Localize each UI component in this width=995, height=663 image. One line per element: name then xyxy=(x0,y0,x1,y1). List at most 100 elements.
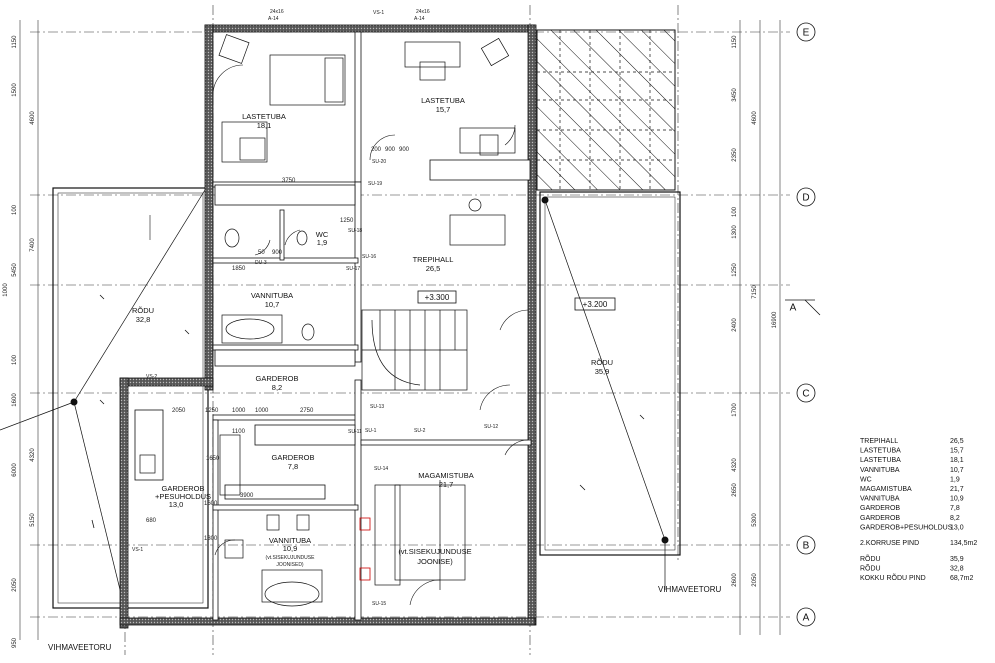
top-tag-left-sub: A-14 xyxy=(268,16,279,22)
legend-row-value-8: 8,2 xyxy=(950,515,960,522)
code-su-18: SU-18 xyxy=(348,228,362,234)
room-area-garderob-low: 7,8 xyxy=(288,462,298,471)
axis-bubble-D xyxy=(796,187,816,207)
code-vs-1: VS-1 xyxy=(132,547,143,553)
left-dim-8: 1600 xyxy=(12,393,18,407)
left-dim-1: 1500 xyxy=(12,83,18,97)
legend-row-name-6: VANNITUBA xyxy=(860,496,900,503)
legend-row-name-3: VANNITUBA xyxy=(860,467,900,474)
axis-letter-5: A xyxy=(803,613,810,624)
right-dimension-lines xyxy=(739,20,781,635)
inner-dim-17: 1600 xyxy=(204,501,218,507)
top-tag-right: 24x16 xyxy=(416,9,430,15)
rainpipe-label-right: VIHMAVEETORU xyxy=(658,585,721,594)
room-label-rodu-left: RÕDU xyxy=(132,306,154,315)
room-area-trepihall: 26,5 xyxy=(426,264,441,273)
left-dim-3: 100 xyxy=(12,204,18,215)
room-area-vannituba-top: 10,7 xyxy=(265,300,280,309)
sisekujundus-note-2: JOONISE) xyxy=(417,557,453,566)
left-dim-10: 6000 xyxy=(12,463,18,477)
legend-row-name-5: MAGAMISTUBA xyxy=(860,486,912,493)
legend-row-name-9: GARDEROB+PESUHOLDUS xyxy=(860,524,953,531)
hatched-roof xyxy=(536,29,676,191)
legend-row-value-1: 15,7 xyxy=(950,448,964,455)
left-dim-11: 5150 xyxy=(30,513,36,527)
code-su-15: SU-15 xyxy=(372,601,386,607)
legend-row-name-0: TREPIHALL xyxy=(860,438,898,445)
left-dim-13: 950 xyxy=(12,637,18,648)
inner-dim-0: 3750 xyxy=(282,178,296,184)
level-markers xyxy=(417,290,616,311)
room-label-magamistuba: MAGAMISTUBA xyxy=(418,471,473,480)
right-dim-6: 1250 xyxy=(732,263,738,277)
inner-dim-8: 1000 xyxy=(232,408,246,414)
legend-row-name-2: LASTETUBA xyxy=(860,457,901,464)
right-dim-8: 2400 xyxy=(732,318,738,332)
furniture xyxy=(139,34,516,607)
room-area-garderob-pesu: 13,0 xyxy=(169,500,184,509)
inner-dim-6: 2050 xyxy=(172,408,186,414)
inner-dim-9: 1000 xyxy=(255,408,269,414)
inner-dim-11: 1100 xyxy=(232,429,246,435)
room-label-wc: WC xyxy=(316,230,329,239)
code-su-20: SU-20 xyxy=(372,159,386,165)
code-su-16: SU-16 xyxy=(362,254,376,260)
code-su-17: SU-17 xyxy=(346,266,360,272)
room-label-rodu-right: RÕDU xyxy=(591,358,613,367)
legend-rodu-value-1: 32,8 xyxy=(950,566,964,573)
code-su-14: SU-14 xyxy=(374,466,388,472)
axis-letter-0: E xyxy=(803,28,810,39)
legend-row-name-4: WC xyxy=(860,476,872,483)
left-dim-2: 4600 xyxy=(30,111,36,125)
sisekujundus-note-1: (vt.SISEKUJUNDUSE xyxy=(398,547,471,556)
legend-rodu-name-2: KOKKU RÕDU PIND xyxy=(860,573,926,582)
left-dim-5: 5450 xyxy=(12,263,18,277)
room-label-trepihall: TREPIHALL xyxy=(413,255,454,264)
room-note-vannituba-1: (vt.SISEKUJUNDUSE xyxy=(266,555,316,561)
inner-dim-13: 3900 xyxy=(240,493,254,499)
axis-bubble-C xyxy=(796,383,816,403)
room-label-vannituba-low: VANNITUBA xyxy=(269,536,311,545)
code-su-11: SU-11 xyxy=(348,429,362,435)
inner-dim-12: 1650 xyxy=(206,456,220,462)
legend-row-value-2: 18,1 xyxy=(950,457,964,464)
left-dim-7: 100 xyxy=(12,354,18,365)
right-dim-13: 5300 xyxy=(752,513,758,527)
level-balcony: +3.200 xyxy=(583,300,608,309)
top-tag-left: 24x16 xyxy=(270,9,284,15)
left-dim-0: 1150 xyxy=(12,35,18,49)
inner-dim-1: 900 xyxy=(385,147,396,153)
code-su-13: SU-13 xyxy=(370,404,384,410)
legend-rodu-name-1: RÕDU xyxy=(860,564,881,573)
inner-dim-15: 200 xyxy=(371,147,382,153)
left-balcony xyxy=(0,187,209,611)
axis-bubble-A xyxy=(796,607,816,627)
rainpipe-label-left: VIHMAVEETORU xyxy=(48,643,111,652)
element-codes: SU-20SU-19SU-18SU-17DU-3SU-16SU-13SU-12S… xyxy=(132,159,498,607)
legend-total-name: 2.KORRUSE PIND xyxy=(860,540,919,547)
code-su-12: SU-12 xyxy=(484,424,498,430)
right-dim-14: 2600 xyxy=(732,573,738,587)
right-dim-11: 4320 xyxy=(732,458,738,472)
section-mark-a xyxy=(785,299,821,316)
right-dim-12: 2650 xyxy=(732,483,738,497)
room-label-lastetuba-right: LASTETUBA xyxy=(421,96,465,105)
legend-total-value: 134,5m2 xyxy=(950,540,977,547)
axis-letter-4: B xyxy=(803,541,810,552)
inner-dim-7: 1250 xyxy=(205,408,219,414)
inner-dim-3: 1850 xyxy=(232,266,246,272)
legend-row-value-7: 7,8 xyxy=(950,505,960,512)
right-dim-5: 1300 xyxy=(732,225,738,239)
code-su-1: SU-1 xyxy=(365,428,377,434)
top-tag-right-sub: A-14 xyxy=(414,16,425,22)
code-vs-2: VS-2 xyxy=(146,374,157,380)
staircase xyxy=(361,309,468,391)
code-su-19: SU-19 xyxy=(368,181,382,187)
room-area-garderob-mid: 8,2 xyxy=(272,383,282,392)
inner-dim-4: 50 xyxy=(258,250,265,256)
legend-rodu-value-0: 35,9 xyxy=(950,556,964,563)
legend-row-value-3: 10,7 xyxy=(950,467,964,474)
inner-dim-16: 900 xyxy=(399,147,410,153)
inner-dim-2: 1250 xyxy=(340,218,354,224)
legend-row-name-1: LASTETUBA xyxy=(860,448,901,455)
